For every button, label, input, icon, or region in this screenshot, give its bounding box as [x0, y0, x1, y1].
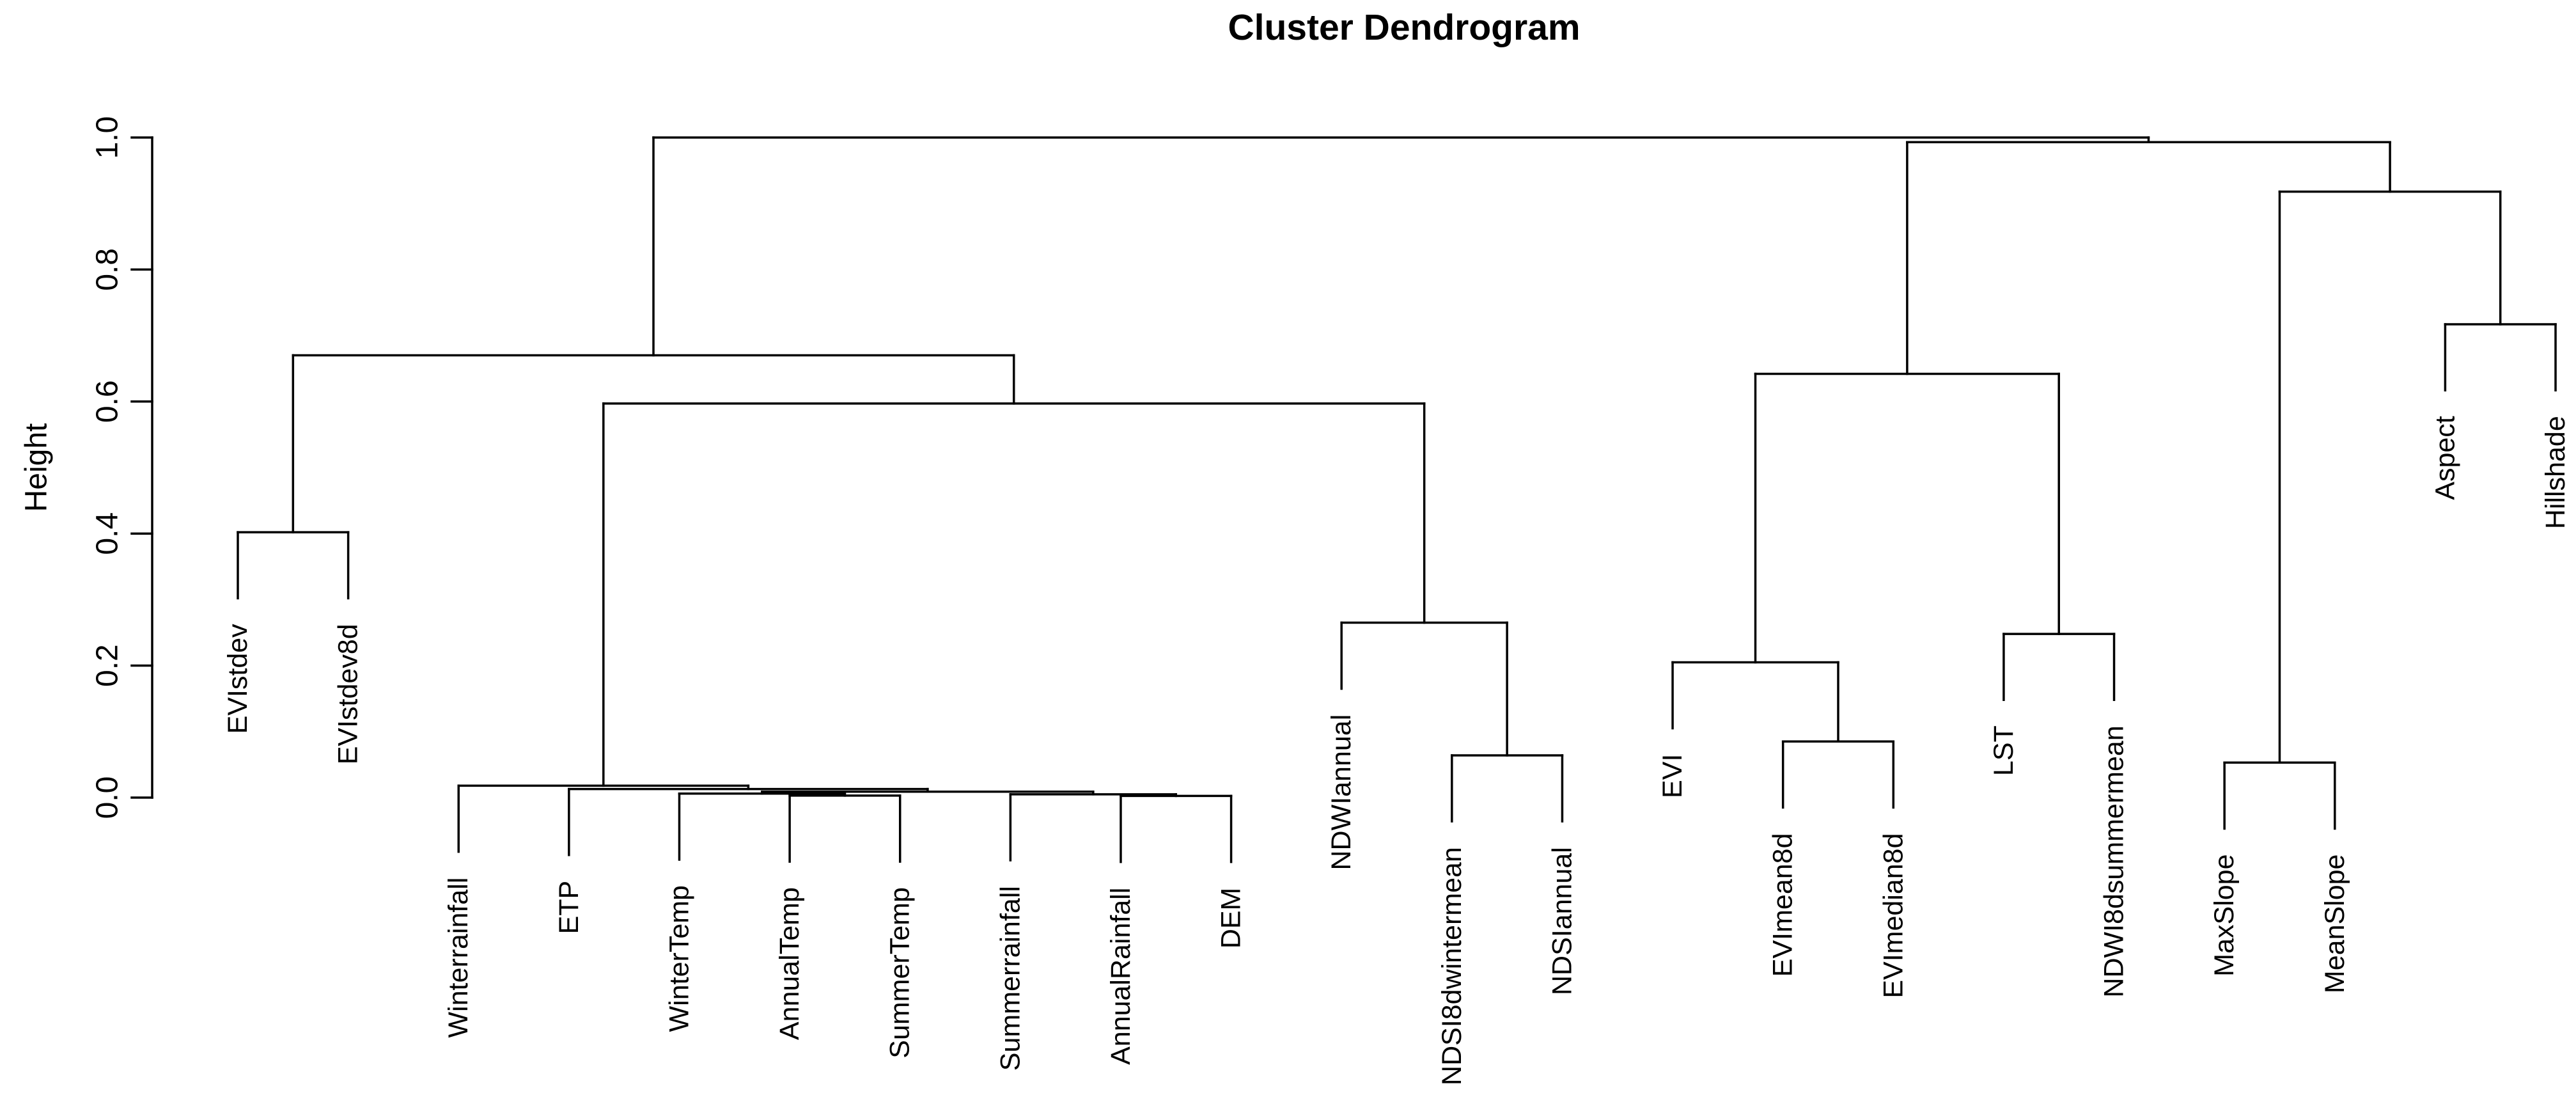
leaf-label: NDWI8dsummermean [2099, 725, 2130, 997]
y-axis-tick-label: 0.4 [91, 512, 125, 555]
leaf-label: MaxSlope [2209, 855, 2240, 977]
leaf-label: Summerrainfall [995, 886, 1026, 1071]
leaf-label: AnnualRainfall [1105, 888, 1136, 1065]
leaf-label: MeanSlope [2320, 855, 2350, 994]
leaf-label: SummerTemp [885, 887, 916, 1059]
leaf-label: ETP [554, 881, 584, 934]
leaf-label: NDWIannual [1326, 714, 1357, 871]
y-axis-tick-label: 0.2 [91, 644, 125, 687]
y-axis-title: Height [20, 423, 54, 512]
y-axis-tick-label: 1.0 [91, 116, 125, 159]
leaf-label: Hillshade [2540, 416, 2571, 529]
y-axis: 0.0 0.2 0.4 0.6 0.8 1.0 [91, 116, 153, 819]
y-axis-tick-label: 0.8 [91, 248, 125, 291]
leaf-label: EVIstdev8d [333, 624, 364, 764]
leaf-label: EVImedian8d [1878, 833, 1909, 998]
chart-title: Cluster Dendrogram [1228, 7, 1580, 48]
leaf-label: NDSIannual [1547, 847, 1577, 995]
y-axis-tick-label: 0.6 [91, 380, 125, 423]
leaf-label: AnnualTemp [774, 887, 805, 1040]
leaf-label: EVImean8d [1768, 833, 1799, 977]
y-axis-tick-label: 0.0 [91, 776, 125, 819]
leaf-label: NDSI8dwintermean [1437, 847, 1467, 1085]
leaf-label: LST [1988, 725, 2019, 776]
leaf-label: Aspect [2430, 416, 2460, 500]
leaf-label: Winterrainfall [443, 878, 474, 1038]
leaf-label: DEM [1216, 888, 1247, 949]
leaf-label: EVIstdev [222, 624, 253, 734]
leaf-label: WinterTemp [664, 885, 694, 1032]
leaf-label: EVI [1657, 754, 1688, 798]
